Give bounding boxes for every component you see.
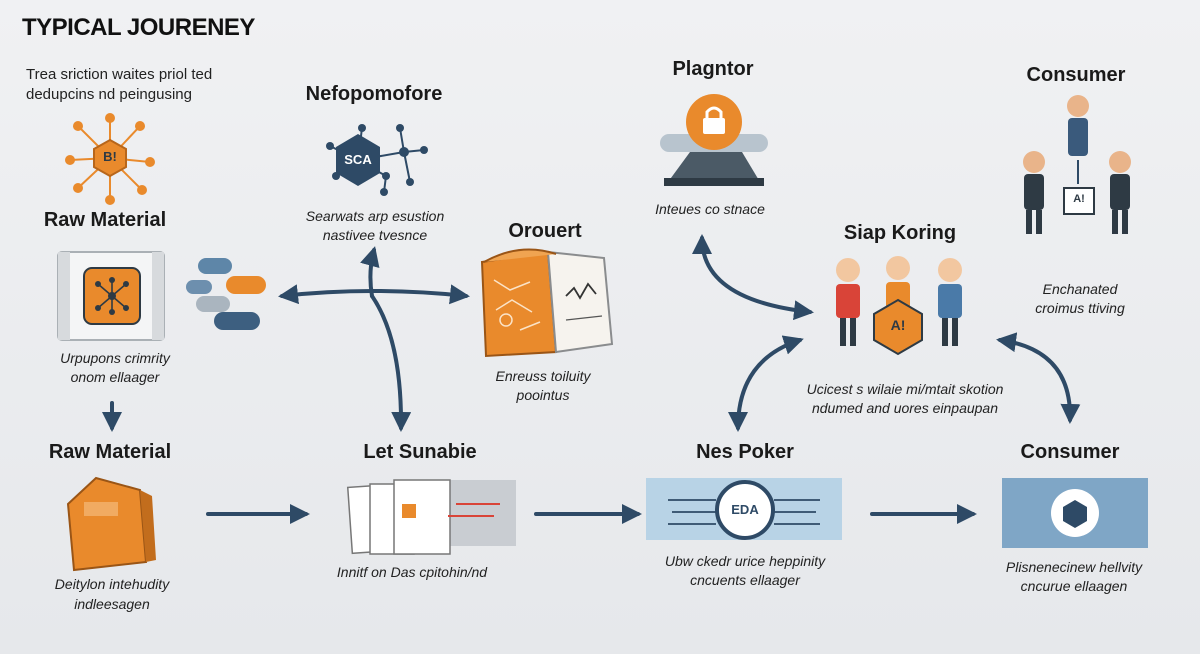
flow-arrows	[102, 234, 1081, 524]
lock-cloud-icon	[660, 94, 768, 186]
consumer-bottom-caption-1: Plisnenecinew hellvity	[1005, 559, 1143, 575]
raw-material-top-heading: Raw Material	[43, 209, 167, 231]
raw-material-bottom-caption-2: indleesagen	[74, 596, 150, 612]
eda-icon-label: EDA	[731, 502, 759, 517]
sca-network-icon	[326, 124, 428, 196]
raw-material-bottom-heading: Raw Material	[48, 441, 172, 463]
siap-caption-1: Ucicest s wilaie mi/mtait skotion	[806, 381, 1004, 397]
raw-material-bag-icon	[66, 476, 156, 572]
sca-icon-label: SCA	[344, 152, 372, 167]
orouert-caption-2: poointus	[516, 387, 570, 403]
siap-koring-heading: Siap Koring	[843, 222, 957, 244]
chat-bubbles-icon	[186, 258, 266, 330]
consumer-top-caption-1: Enchanated	[1042, 281, 1118, 297]
team-people-icon	[836, 256, 962, 356]
plagntor-heading: Plagntor	[672, 58, 754, 80]
nes-poker-caption-2: cncuents ellaager	[690, 572, 800, 588]
intro-line-2: dedupcins nd peingusing	[26, 86, 192, 103]
arrow-bidirectional-center	[278, 284, 470, 305]
eda-panel-icon	[646, 478, 842, 540]
consumer-panel-icon	[1002, 478, 1148, 548]
nefopomofore-caption-1: Searwats arp esustion	[305, 208, 445, 224]
raw-material-box-icon	[57, 251, 165, 341]
documents-icon	[346, 479, 516, 555]
nes-poker-heading: Nes Poker	[696, 441, 794, 463]
nefopomofore-caption-2: nastivee tvesnce	[322, 227, 428, 243]
intro-line-1: Trea sriction waites priol ted	[26, 66, 213, 83]
consumer-top-caption-2: croimus ttiving	[1035, 300, 1125, 316]
consumer-bottom-heading: Consumer	[1020, 441, 1120, 463]
orouert-heading: Orouert	[508, 220, 582, 242]
arrow-center-to-nef	[360, 246, 380, 298]
page-title: TYPICAL JOURENEY	[22, 14, 255, 41]
consumer-board-label: A!	[1073, 193, 1085, 205]
raw-material-top-caption-1: Urpupons crimrity	[60, 350, 170, 366]
arrow-siap-to-nes	[728, 335, 804, 432]
orouert-book-icon	[480, 248, 614, 358]
network-hex-icon	[65, 113, 155, 205]
raw-material-top-caption-2: onom ellaager	[70, 369, 160, 385]
consumer-top-heading: Consumer	[1026, 64, 1126, 86]
let-sunabie-heading: Let Sunabie	[363, 441, 477, 463]
consumer-bottom-caption-2: cncurue ellaagen	[1020, 578, 1128, 594]
nefopomofore-heading: Nefopomofore	[305, 83, 443, 105]
siap-caption-2: ndumed and uores einpaupan	[811, 400, 999, 416]
arrow-plagntor-to-siap	[692, 234, 814, 321]
arrow-siap-to-consumer	[996, 332, 1081, 424]
siap-badge-label: A!	[890, 317, 906, 333]
network-icon-label: B!	[103, 149, 117, 164]
arrow-center-to-let	[370, 294, 412, 432]
plagntor-caption: Inteues co stnace	[655, 201, 765, 217]
raw-material-bottom-caption-1: Deitylon intehudity	[54, 576, 170, 592]
nes-poker-caption-1: Ubw ckedr urice heppinity	[664, 553, 826, 569]
consumer-people-icon	[1023, 95, 1131, 234]
let-sunabie-caption: Innitf on Das cpitohin/nd	[336, 564, 488, 580]
orouert-caption-1: Enreuss toiluity	[495, 368, 591, 384]
